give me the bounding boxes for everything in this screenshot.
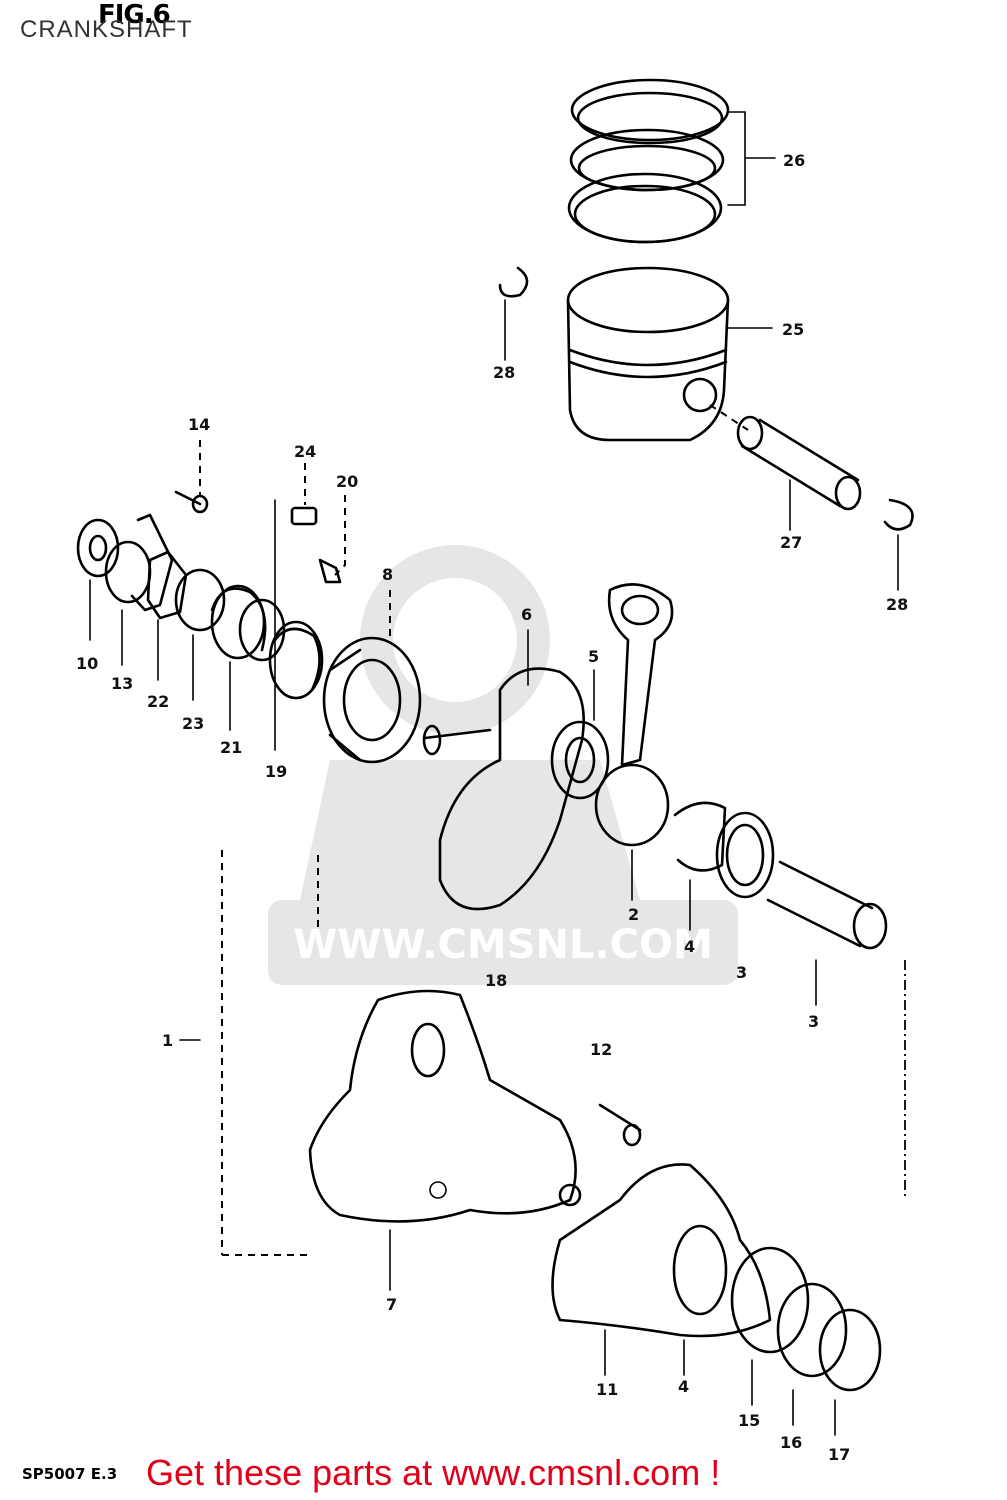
cmsnl-watermark: WWW.CMSNL.COM <box>268 545 738 985</box>
get-parts-link[interactable]: Get these parts at www.cmsnl.com ! <box>146 1452 721 1493</box>
callout-24: 24 <box>294 442 316 461</box>
piston-ring-set <box>567 78 776 244</box>
watermark-emblem-inner <box>393 578 517 702</box>
piston-pin <box>709 404 862 531</box>
callout-4: 4 <box>684 937 695 956</box>
figure-title: FIG.6 <box>98 0 171 30</box>
watermark-url: WWW.CMSNL.COM <box>293 922 713 968</box>
callout-2: 2 <box>628 905 639 924</box>
callout-19: 19 <box>265 762 287 781</box>
callout-8: 8 <box>382 565 393 584</box>
callout-6: 6 <box>521 605 532 624</box>
diagram-section-label: CRANKSHAFT <box>20 16 193 43</box>
callout-28: 28 <box>493 363 515 382</box>
callout-13: 13 <box>111 674 133 693</box>
callout-22: 22 <box>147 692 169 711</box>
piston <box>566 266 773 442</box>
callout-3: 3 <box>736 963 747 982</box>
watermark-shield <box>300 760 640 900</box>
callout-18: 18 <box>485 971 507 990</box>
crankshaft-assembly <box>422 583 888 1006</box>
crankcase-left <box>179 850 582 1291</box>
left-shaft-stack <box>76 499 324 751</box>
callout-26: 26 <box>783 151 805 170</box>
callout-27: 27 <box>780 533 802 552</box>
callout-12: 12 <box>590 1040 612 1059</box>
callout-11: 11 <box>596 1380 618 1399</box>
crankshaft-bearing-left <box>322 590 422 764</box>
callout-10: 10 <box>76 654 98 673</box>
callout-14: 14 <box>188 415 210 434</box>
piston-pin-circlip-left <box>498 266 529 361</box>
callout-15: 15 <box>738 1411 760 1430</box>
callout-20: 20 <box>336 472 358 491</box>
callout-4-lower: 4 <box>678 1377 689 1396</box>
watermark-banner <box>268 900 738 985</box>
callout-1: 1 <box>162 1031 173 1050</box>
callout-5: 5 <box>588 647 599 666</box>
callout-17: 17 <box>828 1445 850 1464</box>
callout-7: 7 <box>386 1295 397 1314</box>
piston-pin-circlip-right <box>883 498 914 591</box>
callout-16: 16 <box>780 1433 802 1452</box>
callout-25: 25 <box>782 320 804 339</box>
callout-23: 23 <box>182 714 204 733</box>
callout-21: 21 <box>220 738 242 757</box>
bolt-key-nut-group <box>174 440 346 584</box>
callout-3-lower: 3 <box>808 1012 819 1031</box>
crankcase-right <box>551 960 906 1436</box>
callout-labels: 26 25 28 27 28 14 24 20 8 6 5 10 13 22 2… <box>76 151 908 1464</box>
callout-28-right: 28 <box>886 595 908 614</box>
sheet-code: SP5007 E.3 <box>22 1465 118 1483</box>
